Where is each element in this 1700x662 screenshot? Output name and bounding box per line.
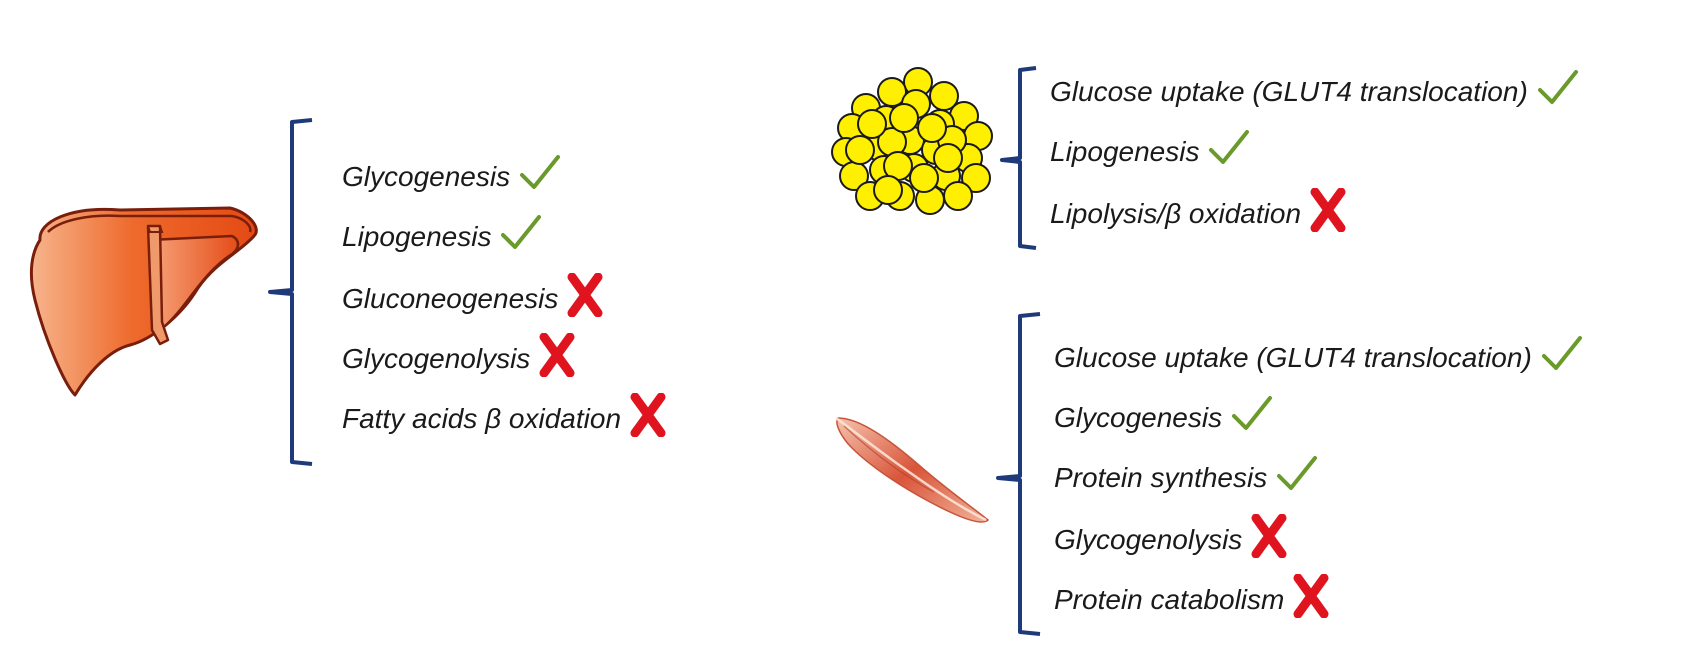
effect-label: Lipogenesis <box>1050 136 1200 167</box>
effect-label: Lipolysis/β oxidation <box>1050 198 1302 229</box>
muscle-bracket <box>996 312 1041 636</box>
fat-cell <box>831 137 861 167</box>
list-item: Lipolysis/β oxidation <box>1050 187 1347 240</box>
list-item: Glucose uptake (GLUT4 translocation) <box>1054 334 1584 382</box>
effect-label: Glycogenesis <box>342 161 511 192</box>
list-item: Glucose uptake (GLUT4 translocation) <box>1050 68 1580 116</box>
effect-label: Glycogenesis <box>1054 402 1223 433</box>
effect-label: Glucose uptake (GLUT4 translocation) <box>1054 342 1532 373</box>
fat-cell <box>963 121 993 151</box>
fat-cell <box>877 77 907 107</box>
adipose-bracket <box>1000 66 1037 250</box>
liver-bracket <box>268 118 313 466</box>
effect-label: Glycogenolysis <box>342 343 531 374</box>
fat-cell <box>901 89 931 119</box>
check-icon <box>1536 68 1580 116</box>
fat-cell <box>943 181 973 211</box>
fat-cell <box>929 81 959 111</box>
fat-cell <box>921 135 951 165</box>
fat-cell <box>837 113 867 143</box>
fat-cell <box>931 161 961 191</box>
cross-icon <box>538 332 576 385</box>
fat-cell <box>857 109 887 139</box>
effect-label: Protein synthesis <box>1054 462 1268 493</box>
fat-cell <box>883 151 913 181</box>
check-icon <box>1540 334 1584 382</box>
fat-cell <box>949 101 979 131</box>
list-item: Glycogenesis <box>1054 394 1274 442</box>
fat-cell <box>917 113 947 143</box>
fat-cell <box>961 163 991 193</box>
cross-icon <box>629 392 667 445</box>
check-icon <box>1207 128 1251 176</box>
list-item: Fatty acids β oxidation <box>342 392 667 445</box>
fat-cell <box>915 185 945 215</box>
fat-cell <box>869 155 899 185</box>
cross-icon <box>566 272 604 325</box>
fat-cell <box>877 127 907 157</box>
effect-label: Lipogenesis <box>342 221 492 252</box>
effect-label: Glycogenolysis <box>1054 524 1243 555</box>
fat-cell <box>953 143 983 173</box>
list-item: Lipogenesis <box>342 213 543 261</box>
fat-cell <box>937 125 967 155</box>
cross-icon <box>1292 573 1330 626</box>
effect-label: Protein catabolism <box>1054 584 1285 615</box>
effect-label: Glucose uptake (GLUT4 translocation) <box>1050 76 1528 107</box>
fat-cell <box>855 181 885 211</box>
fat-cell <box>873 175 903 205</box>
list-item: Protein synthesis <box>1054 454 1319 502</box>
fat-cell <box>925 109 955 139</box>
fat-cell <box>899 153 929 183</box>
fat-cell <box>885 181 915 211</box>
list-item: Glycogenesis <box>342 153 562 201</box>
fat-cell <box>839 161 869 191</box>
effect-label: Gluconeogenesis <box>342 283 559 314</box>
list-item: Glycogenolysis <box>342 332 576 385</box>
check-icon <box>518 153 562 201</box>
list-item: Glycogenolysis <box>1054 513 1288 566</box>
cross-icon <box>1250 513 1288 566</box>
check-icon <box>499 213 543 261</box>
list-item: Protein catabolism <box>1054 573 1330 626</box>
list-item: Lipogenesis <box>1050 128 1251 176</box>
fat-cell <box>851 93 881 123</box>
cross-icon <box>1309 187 1347 240</box>
fat-cell <box>933 143 963 173</box>
fat-cell <box>863 131 893 161</box>
list-item: Gluconeogenesis <box>342 272 604 325</box>
fat-cell <box>871 105 901 135</box>
fat-cell <box>889 103 919 133</box>
fat-cell <box>895 125 925 155</box>
effect-label: Fatty acids β oxidation <box>342 403 622 434</box>
check-icon <box>1275 454 1319 502</box>
fat-cell <box>909 163 939 193</box>
check-icon <box>1230 394 1274 442</box>
fat-cell <box>845 135 875 165</box>
fat-cell <box>903 67 933 97</box>
